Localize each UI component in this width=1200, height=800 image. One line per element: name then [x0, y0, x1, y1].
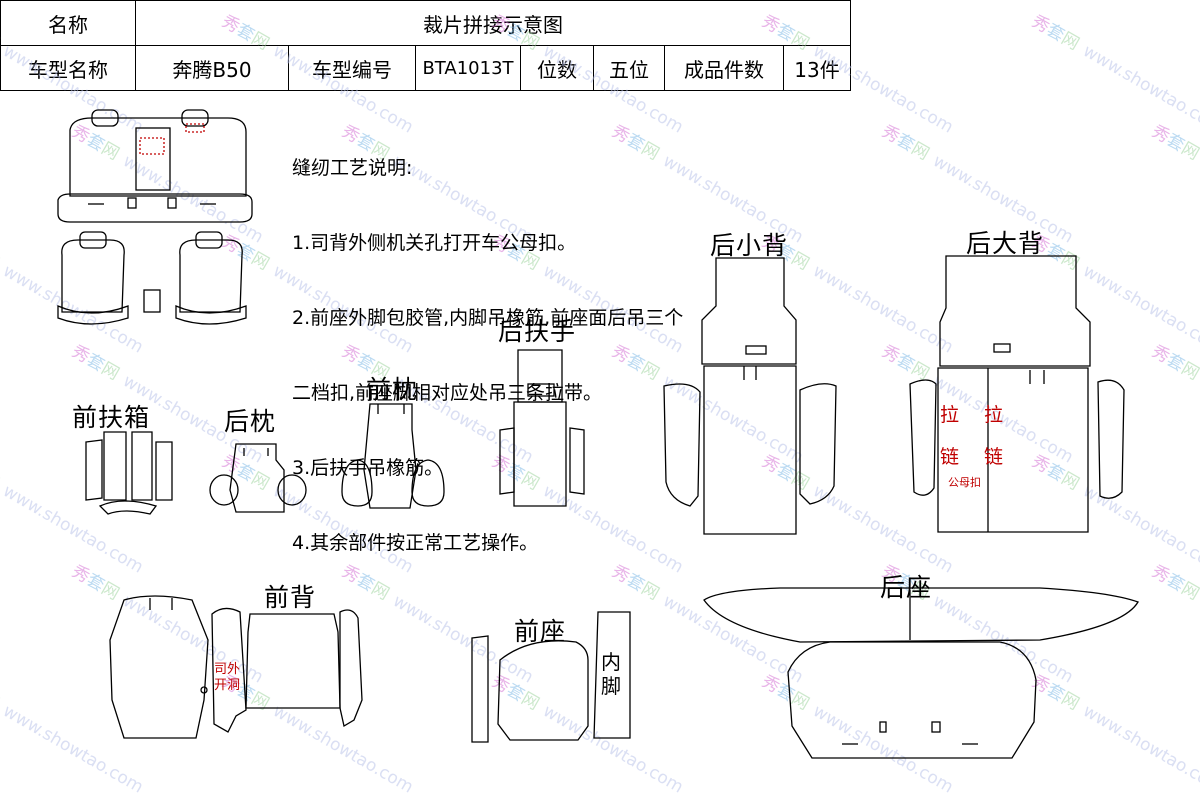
- zipper-left-char2: 链: [940, 446, 960, 468]
- pieces-value: 13件: [783, 45, 851, 91]
- model-code-value: BTA1013T: [415, 45, 521, 91]
- rear-small-back-pieces: [663, 257, 837, 535]
- note-item: 1.司背外侧机关孔打开车公母扣。: [292, 232, 577, 254]
- label-rear-armrest: 后扶手: [498, 317, 577, 346]
- driver-outer-note-line1: 司外: [214, 662, 241, 677]
- snap-buttons-note: 公母扣: [948, 476, 981, 489]
- label-rear-seat: 后座: [880, 573, 933, 602]
- label-rear-large-back: 后大背: [966, 229, 1045, 258]
- driver-outer-note-line2: 开洞: [214, 678, 241, 693]
- zipper-right-char2: 链: [984, 446, 1004, 468]
- label-inner-foot: 内脚: [601, 650, 622, 698]
- spec-table: 名称 裁片拼接示意图 车型名称 奔腾B50 车型编号 BTA1013T 位数 五…: [0, 0, 851, 91]
- rear-large-back-pieces: [909, 255, 1125, 533]
- note-item: 二档扣,前座脚相对应处吊三条拉带。: [292, 382, 603, 404]
- rear-pillow-pieces: [209, 443, 307, 513]
- front-back-pieces: [109, 595, 363, 739]
- front-seat-pieces: [471, 611, 631, 743]
- rear-armrest-pieces: [499, 349, 585, 507]
- zipper-right-char1: 拉: [984, 404, 1004, 426]
- pieces-label: 成品件数: [664, 45, 784, 91]
- model-name-label: 车型名称: [0, 45, 136, 91]
- sewing-notes: 缝纫工艺说明: 1.司背外侧机关孔打开车公母扣。 2.前座外脚包胶管,内脚吊橡筋…: [292, 106, 683, 581]
- label-rear-pillow: 后枕: [224, 407, 277, 436]
- name-value: 裁片拼接示意图: [135, 0, 851, 46]
- note-item: 4.其余部件按正常工艺操作。: [292, 532, 539, 554]
- front-pillow-pieces: [341, 403, 445, 509]
- rear-seat-pieces: [703, 587, 1139, 759]
- label-front-back: 前背: [264, 583, 317, 612]
- model-code-label: 车型编号: [288, 45, 416, 91]
- seats-label: 位数: [520, 45, 594, 91]
- model-name-value: 奔腾B50: [135, 45, 289, 91]
- name-label: 名称: [0, 0, 136, 46]
- front-armbox-pieces: [85, 431, 173, 515]
- note-item: 3.后扶手吊橡筋。: [292, 457, 444, 479]
- zipper-left-char1: 拉: [940, 404, 960, 426]
- label-rear-small-back: 后小背: [710, 231, 789, 260]
- seat-overview: [57, 109, 253, 325]
- notes-title: 缝纫工艺说明:: [292, 157, 413, 179]
- label-front-pillow: 前枕: [366, 375, 419, 404]
- note-item: 2.前座外脚包胶管,内脚吊橡筋,前座面后吊三个: [292, 307, 684, 329]
- label-front-armbox: 前扶箱: [72, 403, 151, 432]
- label-front-seat: 前座: [514, 617, 567, 646]
